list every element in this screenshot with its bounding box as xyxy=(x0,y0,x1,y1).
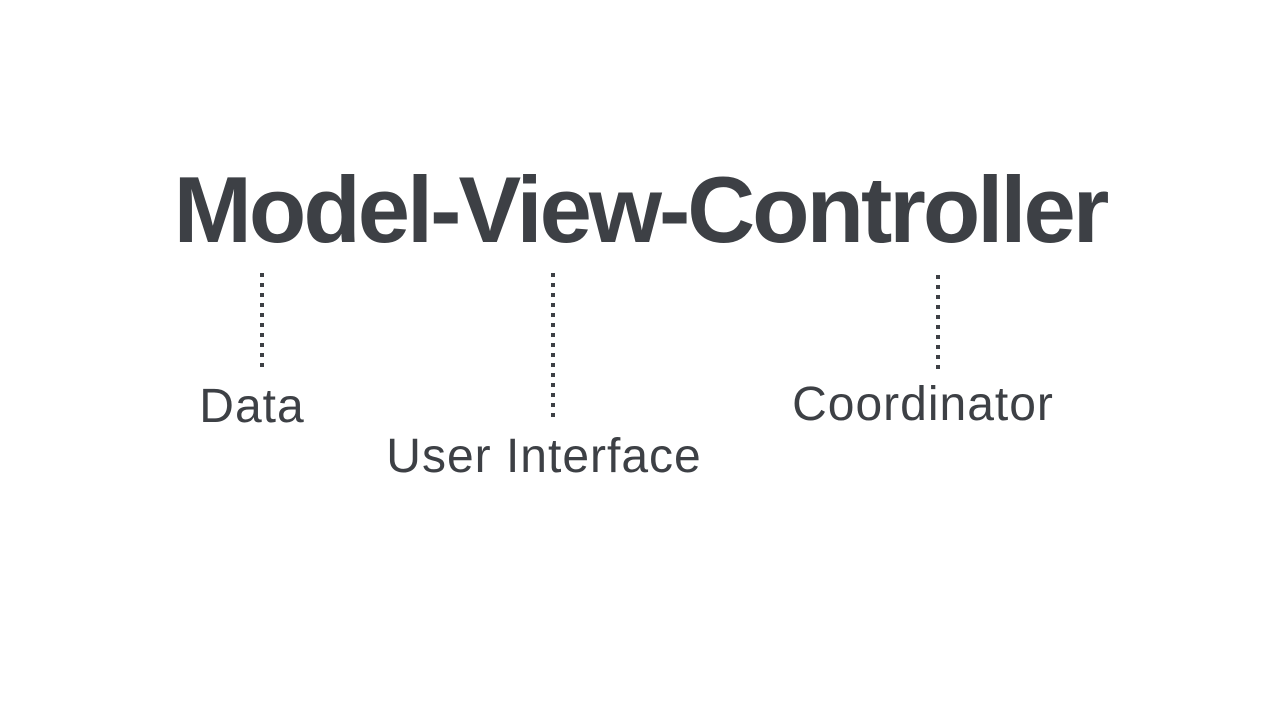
branch-label-user-interface: User Interface xyxy=(386,430,702,483)
dotted-connector-view-to-user-interface xyxy=(551,273,555,418)
slide-title: Model-View-Controller xyxy=(173,157,1110,262)
dotted-connector-model-to-data xyxy=(260,273,264,369)
branch-label-data: Data xyxy=(199,380,305,433)
branch-label-coordinator: Coordinator xyxy=(792,378,1054,431)
dotted-connector-controller-to-coordinator xyxy=(936,275,940,371)
